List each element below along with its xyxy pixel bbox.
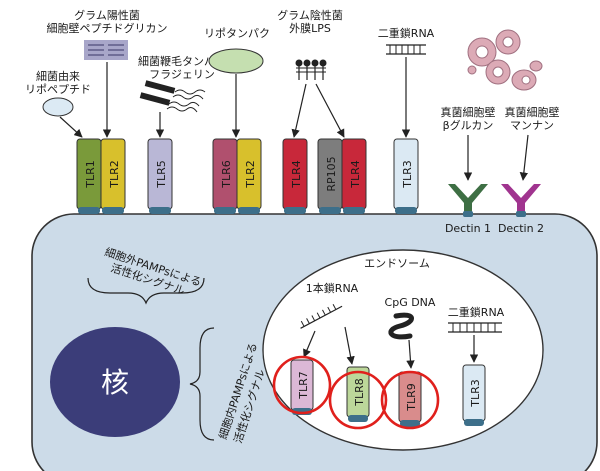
betaglucan-label-1: 真菌細胞壁 — [441, 105, 496, 119]
lps-shape — [295, 59, 327, 80]
lps-label-2: 外膜LPS — [289, 22, 331, 35]
dsrna-endo-shape — [448, 322, 502, 333]
flagellin-shape — [139, 80, 206, 113]
dectin2-receptor: Dectin 2 — [498, 184, 544, 235]
tlr6-label: TLR6 — [220, 160, 233, 189]
ligands: 細菌由来 リポペプチド グラム陽性菌 細胞壁ペプチドグリカン 細菌鞭毛タンパク … — [25, 8, 560, 181]
ssrna-label: 1本鎖RNA — [306, 281, 359, 295]
dsrna-top-label: 二重鎖RNA — [378, 26, 435, 40]
lipopeptide-shape — [42, 97, 74, 117]
tlr7-receptor: TLR7 — [272, 355, 332, 415]
tlr4b-label: TLR4 — [349, 160, 362, 189]
tlr1-label: TLR1 — [84, 160, 97, 189]
mannan-label-1: 真菌細胞壁 — [505, 105, 560, 119]
tlr3-endosome-receptor: TLR3 — [462, 364, 486, 426]
tlr4-receptor: TLR4 — [282, 138, 308, 214]
tlr9-label: TLR9 — [405, 383, 418, 412]
flagellin-label-1: 細菌鞭毛タンパク — [138, 54, 226, 68]
cpg-shape — [388, 312, 414, 340]
endosome-contents: 1本鎖RNA CpG DNA 二重鎖RNA — [272, 281, 505, 430]
rp105-receptor: RP105 — [317, 138, 343, 214]
dsrna-endo-label: 二重鎖RNA — [448, 305, 505, 319]
cpg-label: CpG DNA — [385, 296, 436, 309]
rp105-label: RP105 — [325, 156, 338, 191]
tlr2b-label: TLR2 — [244, 160, 257, 189]
endosome-label: エンドソーム — [364, 257, 430, 270]
tlr7-highlight-circle — [272, 355, 332, 415]
tlr3-endo-label: TLR3 — [469, 379, 482, 408]
peptidoglycan-label-1: グラム陽性菌 — [74, 8, 140, 22]
lipopeptide-label-2: リポペプチド — [25, 83, 91, 96]
peptidoglycan-shape — [84, 40, 128, 60]
dectin2-label: Dectin 2 — [498, 222, 544, 235]
flagellin-label-2: フラジェリン — [149, 68, 215, 81]
lipoprotein-shape — [208, 48, 264, 74]
lps-label-1: グラム陰性菌 — [277, 8, 343, 22]
tlr3-top-label: TLR3 — [401, 160, 414, 189]
tlr4a-label: TLR4 — [290, 160, 303, 189]
ssrna-shape — [300, 304, 343, 329]
lipopeptide-label-1: 細菌由来 — [36, 69, 80, 83]
surface-receptors: TLR1 TLR2 TLR5 TLR6 TLR2 TLR4 — [76, 138, 544, 235]
fungi-icon — [467, 29, 543, 91]
tlr9-highlight-circle — [380, 370, 440, 430]
betaglucan-label-2: βグルカン — [443, 118, 494, 132]
tlr7-label: TLR7 — [297, 371, 310, 400]
tlr9-receptor: TLR9 — [380, 370, 440, 430]
tlr8-receptor: TLR8 — [328, 366, 388, 430]
tlr5-receptor: TLR5 — [147, 138, 173, 214]
lipoprotein-label: リポタンパク — [204, 27, 270, 40]
dectin1-label: Dectin 1 — [445, 222, 491, 235]
tlr3-surface-receptor: TLR3 — [393, 138, 419, 214]
tlr5-label: TLR5 — [155, 160, 168, 189]
mannan-label-2: マンナン — [510, 119, 554, 132]
dsrna-top-shape — [386, 44, 426, 55]
tlr1-receptor: TLR1 — [76, 138, 102, 214]
tlr2-receptor: TLR2 — [100, 138, 126, 214]
tlr2-receptor-b: TLR2 — [236, 138, 262, 214]
tlr8-label: TLR8 — [353, 378, 366, 407]
tlr8-highlight-circle — [328, 370, 388, 430]
tlr4-receptor-b: TLR4 — [341, 138, 367, 214]
dectin1-receptor: Dectin 1 — [445, 184, 491, 235]
nucleus — [50, 327, 180, 437]
nucleus-label: 核 — [101, 366, 129, 399]
peptidoglycan-label-2: 細胞壁ペプチドグリカン — [47, 21, 168, 35]
tlr6-receptor: TLR6 — [212, 138, 238, 214]
tlr2-label: TLR2 — [108, 160, 121, 189]
